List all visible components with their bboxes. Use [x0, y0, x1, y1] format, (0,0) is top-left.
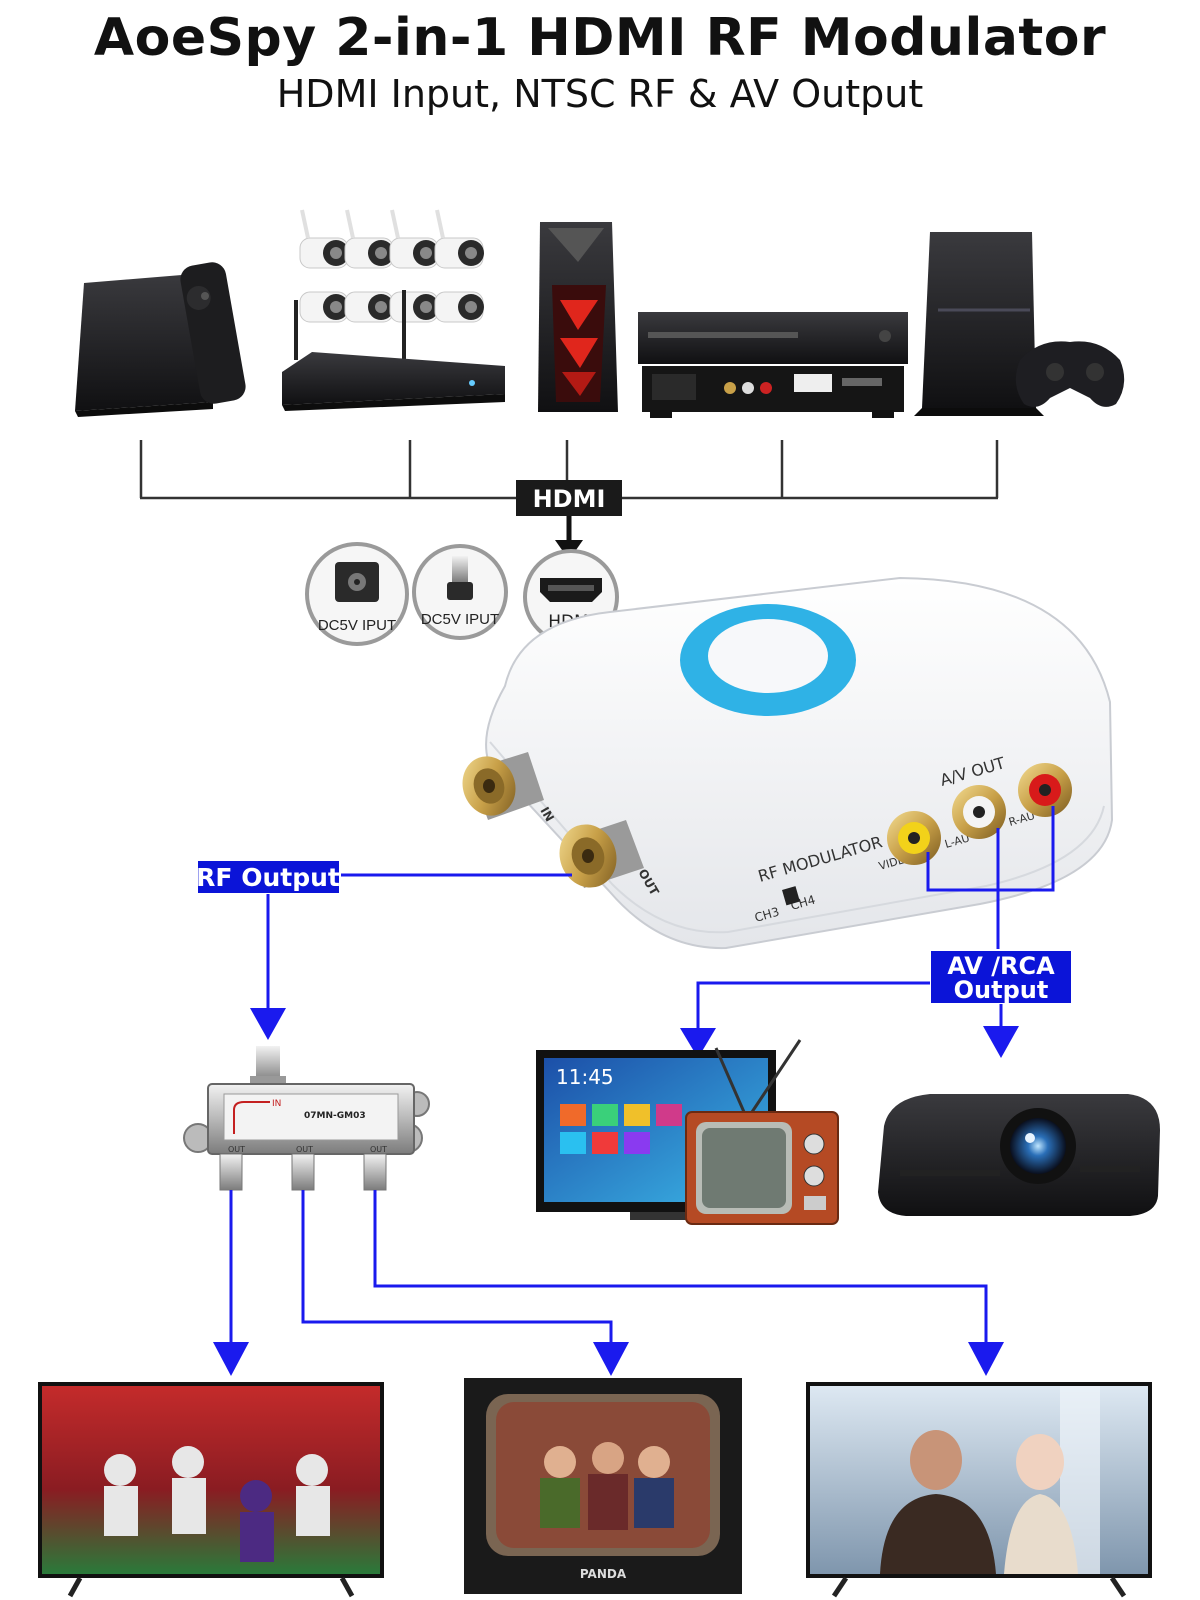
rf-out-connector [559, 820, 644, 888]
game-console-icon [914, 232, 1125, 416]
rf-splitter-icon: IN 07MN-GM03 OUT OUT OUT [183, 1046, 430, 1191]
splitter-out3-arrowhead [968, 1342, 1004, 1376]
dc-plug-port-icon: DC5V IPUT [412, 544, 508, 640]
av-cable-lines [926, 806, 1055, 950]
svg-text:OUT: OUT [296, 1145, 313, 1154]
av-to-tv-arrowhead [680, 1028, 716, 1058]
svg-text:CH3: CH3 [753, 905, 781, 925]
svg-text:DC5V IPUT: DC5V IPUT [421, 611, 499, 628]
av-to-tv-line [696, 981, 930, 1030]
rf-down-arrowhead [250, 1008, 286, 1040]
dc-socket-port-icon: DC5V IPUT [305, 542, 409, 646]
svg-text:11:45: 11:45 [556, 1065, 614, 1089]
rca-video-jack [887, 811, 941, 865]
splitter-out2-arrowhead [593, 1342, 629, 1376]
hdmi-bus-lines [139, 440, 999, 500]
rca-right-audio-jack [1018, 763, 1072, 817]
security-camera-nvr-icon [282, 209, 505, 411]
splitter-out1-arrowhead [213, 1342, 249, 1376]
av-to-projector-arrowhead [983, 1026, 1019, 1058]
crt-tv-icon: PANDA [464, 1378, 742, 1594]
svg-text:AV /RCA: AV /RCA [947, 952, 1055, 980]
svg-text:OUT: OUT [370, 1145, 387, 1154]
rf-modulator-device: RF MODULATOR A/V OUT VIDE L-AU R-AU CH3 … [462, 576, 1114, 950]
svg-text:IN: IN [272, 1099, 281, 1109]
pc-tower-icon [538, 222, 618, 412]
projector-icon [878, 1094, 1160, 1216]
svg-text:PANDA: PANDA [580, 1567, 627, 1581]
page-title: AoeSpy 2-in-1 HDMI RF Modulator [93, 8, 1107, 68]
splitter-output-lines [229, 1190, 988, 1346]
svg-text:07MN-GM03: 07MN-GM03 [304, 1111, 366, 1121]
hdmi-label: HDMI [516, 480, 622, 516]
svg-text:Output: Output [954, 976, 1049, 1004]
av-rca-output-label: AV /RCA Output [929, 949, 1073, 1005]
svg-text:RF Output: RF Output [196, 863, 340, 892]
retro-tv-icon [685, 1039, 839, 1225]
svg-text:HDMI: HDMI [533, 485, 606, 513]
dvd-player-icon [638, 312, 908, 418]
svg-text:OUT: OUT [228, 1145, 245, 1154]
channel-switch [782, 886, 800, 906]
streaming-box-with-remote-icon [75, 262, 246, 417]
page-subtitle: HDMI Input, NTSC RF & AV Output [276, 72, 924, 116]
rf-in-connector [462, 752, 544, 820]
svg-text:IN: IN [537, 805, 556, 825]
rf-output-label: RF Output [196, 859, 341, 895]
rca-left-audio-jack [952, 785, 1006, 839]
svg-text:DC5V IPUT: DC5V IPUT [318, 617, 396, 634]
drama-tv-icon [806, 1382, 1152, 1598]
sports-tv-icon [38, 1382, 384, 1598]
